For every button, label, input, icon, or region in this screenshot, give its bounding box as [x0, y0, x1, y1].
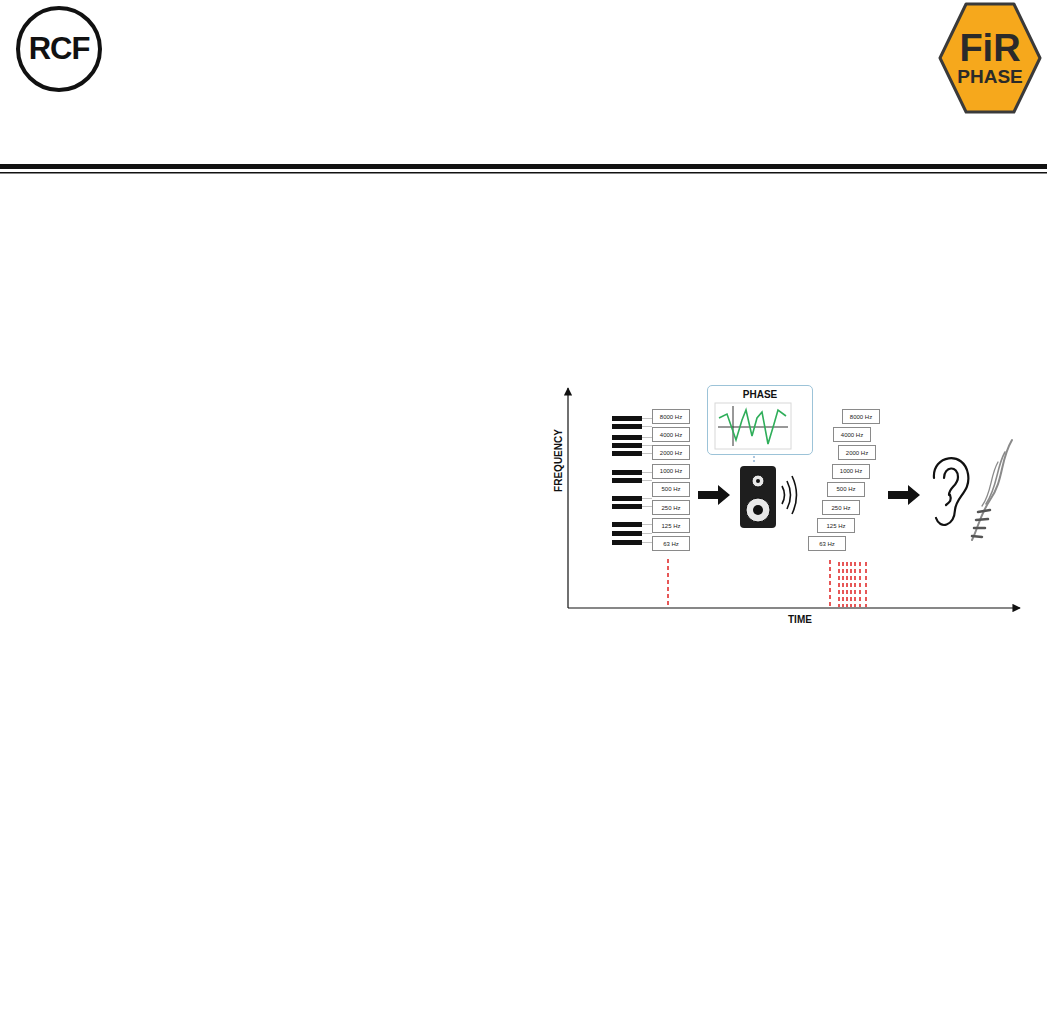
plot-axis — [718, 427, 788, 428]
frequency-label: 8000 Hz — [850, 414, 872, 420]
ear — [934, 458, 968, 525]
timing-lines — [668, 559, 866, 607]
header-rule — [0, 164, 1047, 169]
time-axis — [568, 607, 1020, 608]
frequency-label: 250 Hz — [831, 505, 850, 511]
hearing-waves — [972, 440, 1012, 540]
speaker-cabinet — [740, 466, 776, 528]
frequency-label: 2000 Hz — [660, 450, 682, 456]
frequency-label: 4000 Hz — [660, 432, 682, 438]
logo-text: PHASE — [957, 67, 1022, 88]
logo-text: FiR — [959, 29, 1020, 67]
frequency-box: 250 Hz — [822, 500, 860, 515]
tweeter — [752, 475, 764, 487]
frequency-label: 1000 Hz — [840, 468, 862, 474]
phase-curve — [719, 410, 786, 444]
leader-line — [754, 456, 755, 464]
frequency-box: 4000 Hz — [652, 427, 690, 442]
badge-logo: FiRPHASE — [938, 2, 1042, 114]
frequency-box: 125 Hz — [652, 518, 690, 533]
phase-plot — [715, 403, 791, 449]
frequency-box: 2000 Hz — [652, 445, 690, 460]
frequency-box: 500 Hz — [652, 482, 690, 497]
frequency-label: 63 Hz — [819, 541, 835, 547]
frequency-box: 2000 Hz — [838, 445, 876, 460]
block-arrow — [698, 485, 730, 505]
header-rule — [0, 172, 1047, 174]
frequency-label: 125 Hz — [826, 523, 845, 529]
frequency-label: 2000 Hz — [846, 450, 868, 456]
frequency-box: 8000 Hz — [652, 409, 690, 424]
frequency-label: 4000 Hz — [841, 432, 863, 438]
frequency-box: 1000 Hz — [832, 464, 870, 479]
frequency-label: 500 Hz — [661, 486, 680, 492]
frequency-box: 63 Hz — [652, 536, 690, 551]
frequency-label: 8000 Hz — [660, 414, 682, 420]
sound-waves — [782, 476, 797, 514]
frequency-label: 63 Hz — [663, 541, 679, 547]
frequency-box: 63 Hz — [808, 536, 846, 551]
plot-axis — [733, 406, 734, 446]
piano-keys — [612, 416, 652, 545]
frequency-box: 4000 Hz — [833, 427, 871, 442]
frequency-box: 500 Hz — [827, 482, 865, 497]
frequency-label: 1000 Hz — [660, 468, 682, 474]
block-arrow — [888, 485, 920, 505]
box-heading: PHASE — [708, 389, 812, 400]
frequency-box: 125 Hz — [817, 518, 855, 533]
frequency-box: 1000 Hz — [652, 464, 690, 479]
frequency-box: 8000 Hz — [842, 409, 880, 424]
frequency-box: 250 Hz — [652, 500, 690, 515]
frequency-label: 125 Hz — [661, 523, 680, 529]
woofer — [746, 498, 770, 522]
brand-logo: RCF — [16, 6, 102, 92]
axis-label: TIME — [788, 614, 812, 625]
frequency-axis — [567, 388, 568, 608]
frequency-label: 500 Hz — [836, 486, 855, 492]
frequency-label: 250 Hz — [661, 505, 680, 511]
logo-text: RCF — [29, 31, 90, 67]
phase-box: PHASE — [707, 385, 813, 455]
axis-label: FREQUENCY — [552, 429, 563, 492]
